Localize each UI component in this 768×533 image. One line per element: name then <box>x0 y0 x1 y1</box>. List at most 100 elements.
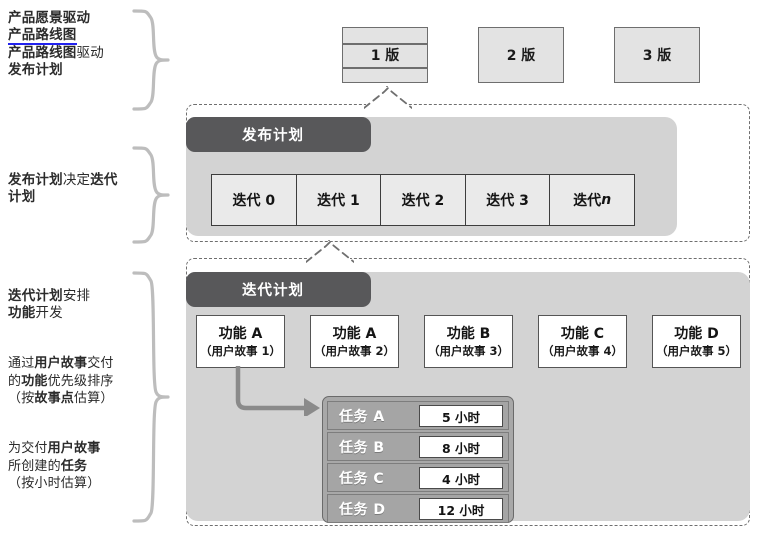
task-hours: 12 小时 <box>419 498 503 520</box>
annotation-text: 产品路线图 <box>8 27 77 45</box>
annotation-line: 的功能优先级排序 <box>8 373 114 391</box>
task-row-1[interactable]: 任务 B 8 小时 <box>327 432 509 461</box>
version-band-bottom <box>343 67 427 69</box>
iteration-cell-label: 迭代 2 <box>401 193 445 209</box>
annotation-line: 迭代计划安排 <box>8 288 90 305</box>
feature-title: 功能 A <box>218 325 263 342</box>
task-name: 任务 D <box>339 501 386 518</box>
annotation-text: 发布计划 <box>8 172 63 188</box>
annotation-text: 迭代 <box>90 172 118 188</box>
feature-story: （用户故事 2） <box>313 343 395 358</box>
annotation-text: 驱动 <box>76 45 104 61</box>
annotation-text: 任务 <box>60 458 88 474</box>
annotation-release: 发布计划决定迭代计划 <box>8 172 118 206</box>
iteration-cell-4[interactable]: 迭代 n <box>550 175 634 225</box>
iteration-plan-tab[interactable]: 迭代计划 <box>186 272 371 307</box>
task-list-panel: 任务 A 5 小时任务 B 8 小时任务 C 4 小时任务 D 12 小时 <box>322 396 514 523</box>
iteration-cell-label: 迭代 3 <box>486 193 529 209</box>
iteration-cell-1[interactable]: 迭代 1 <box>297 175 382 225</box>
annotation-text: 用户故事 <box>34 356 88 371</box>
annotation-text: （按小时估算） <box>8 476 101 491</box>
annotation-text: 迭代计划 <box>8 288 63 304</box>
annotation-line: 所创建的任务 <box>8 458 100 476</box>
iteration-cell-label: 迭代 0 <box>232 193 276 209</box>
feature-box-1[interactable]: 功能 A（用户故事 2） <box>310 315 399 368</box>
annotation-line: （按故事点估算） <box>8 390 114 408</box>
task-name: 任务 B <box>339 439 385 456</box>
task-row-3[interactable]: 任务 D 12 小时 <box>327 494 509 523</box>
annotation-text: 的 <box>8 373 22 389</box>
release-plan-tab[interactable]: 发布计划 <box>186 117 371 152</box>
annotation-line: （按小时估算） <box>8 475 100 493</box>
annotation-text: 估算） <box>74 391 114 406</box>
annotation-text: 交付 <box>87 356 114 371</box>
feature-title: 功能 C <box>560 325 605 342</box>
task-hours: 4 小时 <box>419 467 503 489</box>
annotation-text: 优先级排序 <box>47 373 114 389</box>
feature-story: （用户故事 5） <box>655 343 737 358</box>
feature-title: 功能 A <box>332 325 377 342</box>
feature-box-3[interactable]: 功能 C（用户故事 4） <box>538 315 627 368</box>
feature-box-4[interactable]: 功能 D（用户故事 5） <box>652 315 741 368</box>
feature-story: （用户故事 4） <box>541 343 623 358</box>
annotation-text: 产品愿景驱动 <box>8 10 91 26</box>
release-plan-tab-label: 发布计划 <box>242 128 304 144</box>
feature-box-0[interactable]: 功能 A（用户故事 1） <box>196 315 285 368</box>
annotation-line: 发布计划 <box>8 62 104 79</box>
version-label: 1 版 <box>370 48 400 64</box>
feature-story: （用户故事 3） <box>427 343 509 358</box>
annotation-line: 产品愿景驱动 <box>8 10 104 27</box>
annotation-text: 功能 <box>21 373 48 389</box>
annotation-text: 计划 <box>8 189 36 205</box>
iteration-cell-0[interactable]: 迭代 0 <box>212 175 297 225</box>
iteration-notch-mask <box>308 253 350 265</box>
release-peak-connector <box>363 80 413 114</box>
annotation-text: 安排 <box>62 288 91 304</box>
annotation-iteration: 迭代计划安排功能开发 <box>8 288 90 322</box>
annotation-text: 产品路线图 <box>8 45 77 61</box>
task-row-2[interactable]: 任务 C 4 小时 <box>327 463 509 492</box>
annotation-text: 所创建的 <box>8 458 61 474</box>
task-name: 任务 A <box>339 408 385 425</box>
version-label: 2 版 <box>506 48 536 64</box>
iteration-cell-3[interactable]: 迭代 3 <box>466 175 551 225</box>
annotation-text: 功能 <box>8 305 36 321</box>
feature-title: 功能 D <box>674 325 719 342</box>
feature-to-task-arrow <box>234 366 326 420</box>
annotation-line: 为交付用户故事 <box>8 440 100 458</box>
annotation-task: 为交付用户故事所创建的任务（按小时估算） <box>8 440 100 493</box>
task-name: 任务 C <box>339 470 385 487</box>
annotation-text: （按 <box>8 391 35 406</box>
version-box-2[interactable]: 2 版 <box>478 27 564 83</box>
version-box-1[interactable]: 1 版 <box>342 27 428 83</box>
iteration-cell-index: n <box>601 192 612 208</box>
annotation-line: 产品路线图驱动 <box>8 45 104 62</box>
iteration-cell-2[interactable]: 迭代 2 <box>381 175 466 225</box>
annotation-story: 通过用户故事交付的功能优先级排序（按故事点估算） <box>8 355 114 408</box>
annotation-text: 发布计划 <box>8 62 63 78</box>
annotation-text: 为交付 <box>8 441 48 456</box>
brace-tasks <box>132 270 176 526</box>
brace-release <box>132 145 176 245</box>
annotation-line: 计划 <box>8 189 118 206</box>
release-notch-mask <box>366 99 408 111</box>
annotation-text: 开发 <box>35 305 63 321</box>
iteration-cell-label: 迭代 1 <box>317 193 360 209</box>
feature-box-2[interactable]: 功能 B（用户故事 3） <box>424 315 513 368</box>
feature-title: 功能 B <box>446 325 491 342</box>
annotation-text: 故事点 <box>34 391 75 406</box>
task-row-0[interactable]: 任务 A 5 小时 <box>327 401 509 430</box>
brace-roadmap <box>132 8 176 112</box>
iteration-cell-label: 迭代 <box>573 193 602 209</box>
iteration-peak-connector <box>305 234 355 268</box>
task-hours: 5 小时 <box>419 405 503 427</box>
version-label: 3 版 <box>642 48 672 64</box>
iteration-plan-tab-label: 迭代计划 <box>242 283 304 299</box>
version-box-3[interactable]: 3 版 <box>614 27 700 83</box>
annotation-line: 发布计划决定迭代 <box>8 172 118 189</box>
annotation-text: 用户故事 <box>47 441 101 456</box>
annotation-text: 通过 <box>8 356 35 371</box>
annotation-text: 决定 <box>62 172 91 188</box>
task-hours: 8 小时 <box>419 436 503 458</box>
